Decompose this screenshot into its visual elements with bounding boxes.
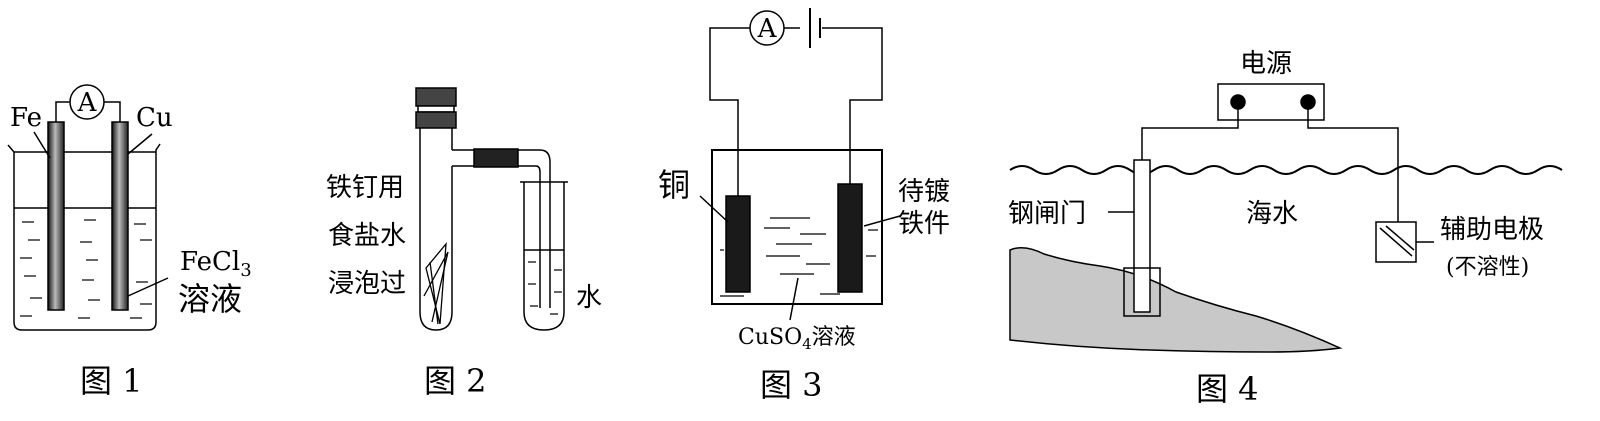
cuso4-dashes — [720, 217, 878, 297]
wire-1 — [55, 101, 121, 122]
seabed — [1009, 247, 1343, 353]
ammeter-3-label: A — [757, 14, 778, 44]
ammeter-3-icon — [749, 10, 785, 46]
iron-nails — [423, 242, 449, 325]
electrolytic-cell — [711, 149, 883, 305]
side-arm — [452, 149, 476, 167]
figure-2 — [415, 87, 568, 331]
test-tube-water — [523, 182, 565, 331]
terminal-left — [1230, 94, 1246, 110]
terminal-right — [1300, 94, 1316, 110]
cu-electrode — [111, 121, 129, 311]
iron-workpiece — [837, 183, 863, 293]
fe-label: Fe — [10, 103, 42, 133]
beaker-1 — [7, 143, 161, 331]
cuso4-label: CuSO4溶液 — [738, 325, 856, 353]
fe-electrode — [47, 121, 65, 311]
water-label: 水 — [576, 283, 602, 313]
figure-1 — [7, 84, 169, 331]
steel-gate — [1133, 159, 1151, 313]
test-tube-main — [419, 128, 453, 331]
figure-4 — [1009, 83, 1563, 353]
fecl3-formula: FeCl3 — [180, 247, 252, 281]
aux-label-2: (不溶性) — [1446, 255, 1529, 280]
solution-1-dashes — [20, 219, 152, 319]
gate-label: 钢闸门 — [1008, 199, 1086, 229]
stopper — [415, 87, 457, 107]
plated-label-1: 待镀 — [898, 177, 950, 207]
plated-label-2: 铁件 — [898, 209, 950, 239]
aux-label-1: 辅助电极 — [1440, 215, 1544, 245]
rubber-connector — [473, 148, 519, 168]
nail-label-3: 浸泡过 — [328, 269, 406, 299]
wire-4 — [1141, 109, 1399, 222]
nail-label-1: 铁钉用 — [326, 173, 404, 203]
cu-label: Cu — [136, 103, 173, 133]
sea-surface — [1009, 165, 1563, 175]
ammeter-1-icon — [69, 84, 105, 120]
wire-3 — [709, 27, 883, 196]
ammeter-1-label: A — [77, 88, 98, 118]
copper-label: 铜 — [658, 166, 690, 204]
power-label: 电源 — [1240, 49, 1292, 79]
figure-3 — [699, 8, 901, 321]
nail-label-2: 食盐水 — [328, 221, 406, 251]
gate-foot — [1123, 267, 1161, 317]
figure-4-caption: 图 4 — [1196, 370, 1259, 408]
figure-3-caption: 图 3 — [760, 366, 823, 404]
figure-1-caption: 图 1 — [80, 362, 143, 400]
copper-electrode — [725, 195, 751, 293]
figure-2-caption: 图 2 — [424, 362, 487, 400]
fecl3-word: 溶液 — [178, 280, 242, 318]
seawater-label: 海水 — [1246, 199, 1298, 229]
